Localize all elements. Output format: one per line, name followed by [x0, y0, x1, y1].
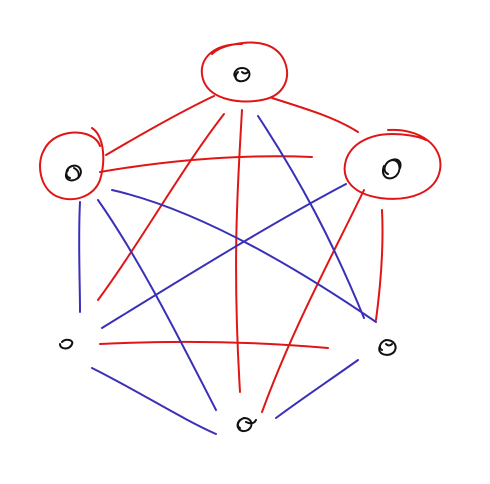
vertex-top [233, 67, 251, 83]
circle-left-upper [39, 127, 105, 201]
edge-right-upper-left-lower [101, 183, 347, 329]
edge-left-upper-left-lower [78, 201, 81, 313]
edge-right-upper-bottom [261, 189, 365, 413]
highlight-circles [39, 41, 442, 201]
edge-top-right-lower [257, 115, 365, 319]
edge-right-lower-bottom [275, 359, 359, 419]
edge-top-right-upper [271, 97, 359, 133]
edge-left-upper-right-upper [99, 155, 313, 173]
vertex-right-lower [378, 339, 397, 356]
edge-top-left-lower [97, 113, 225, 301]
edge-right-upper-right-lower [375, 209, 384, 321]
edge-left-upper-right-lower [111, 189, 377, 323]
edge-top-bottom [235, 109, 243, 393]
edge-top-left-upper [105, 95, 215, 156]
vertices [59, 67, 402, 432]
red-edges [97, 95, 384, 413]
circle-top [200, 41, 289, 103]
edge-left-lower-bottom [91, 367, 217, 435]
vertex-bottom [236, 417, 257, 432]
edge-left-upper-bottom [97, 199, 217, 411]
vertex-left-upper [64, 164, 82, 182]
vertex-right-upper [382, 158, 402, 180]
edge-left-lower-right-lower [99, 340, 329, 349]
circle-right-upper [343, 128, 442, 200]
blue-edges [78, 115, 377, 435]
vertex-left-lower [59, 338, 74, 350]
